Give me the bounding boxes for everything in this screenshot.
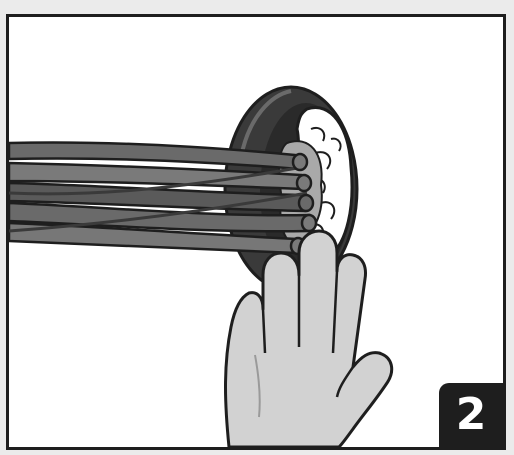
step-number-badge: 2 xyxy=(439,383,503,447)
cable-bundle xyxy=(9,143,316,255)
instruction-figure-frame: 2 xyxy=(6,14,506,450)
installation-illustration xyxy=(9,17,503,447)
